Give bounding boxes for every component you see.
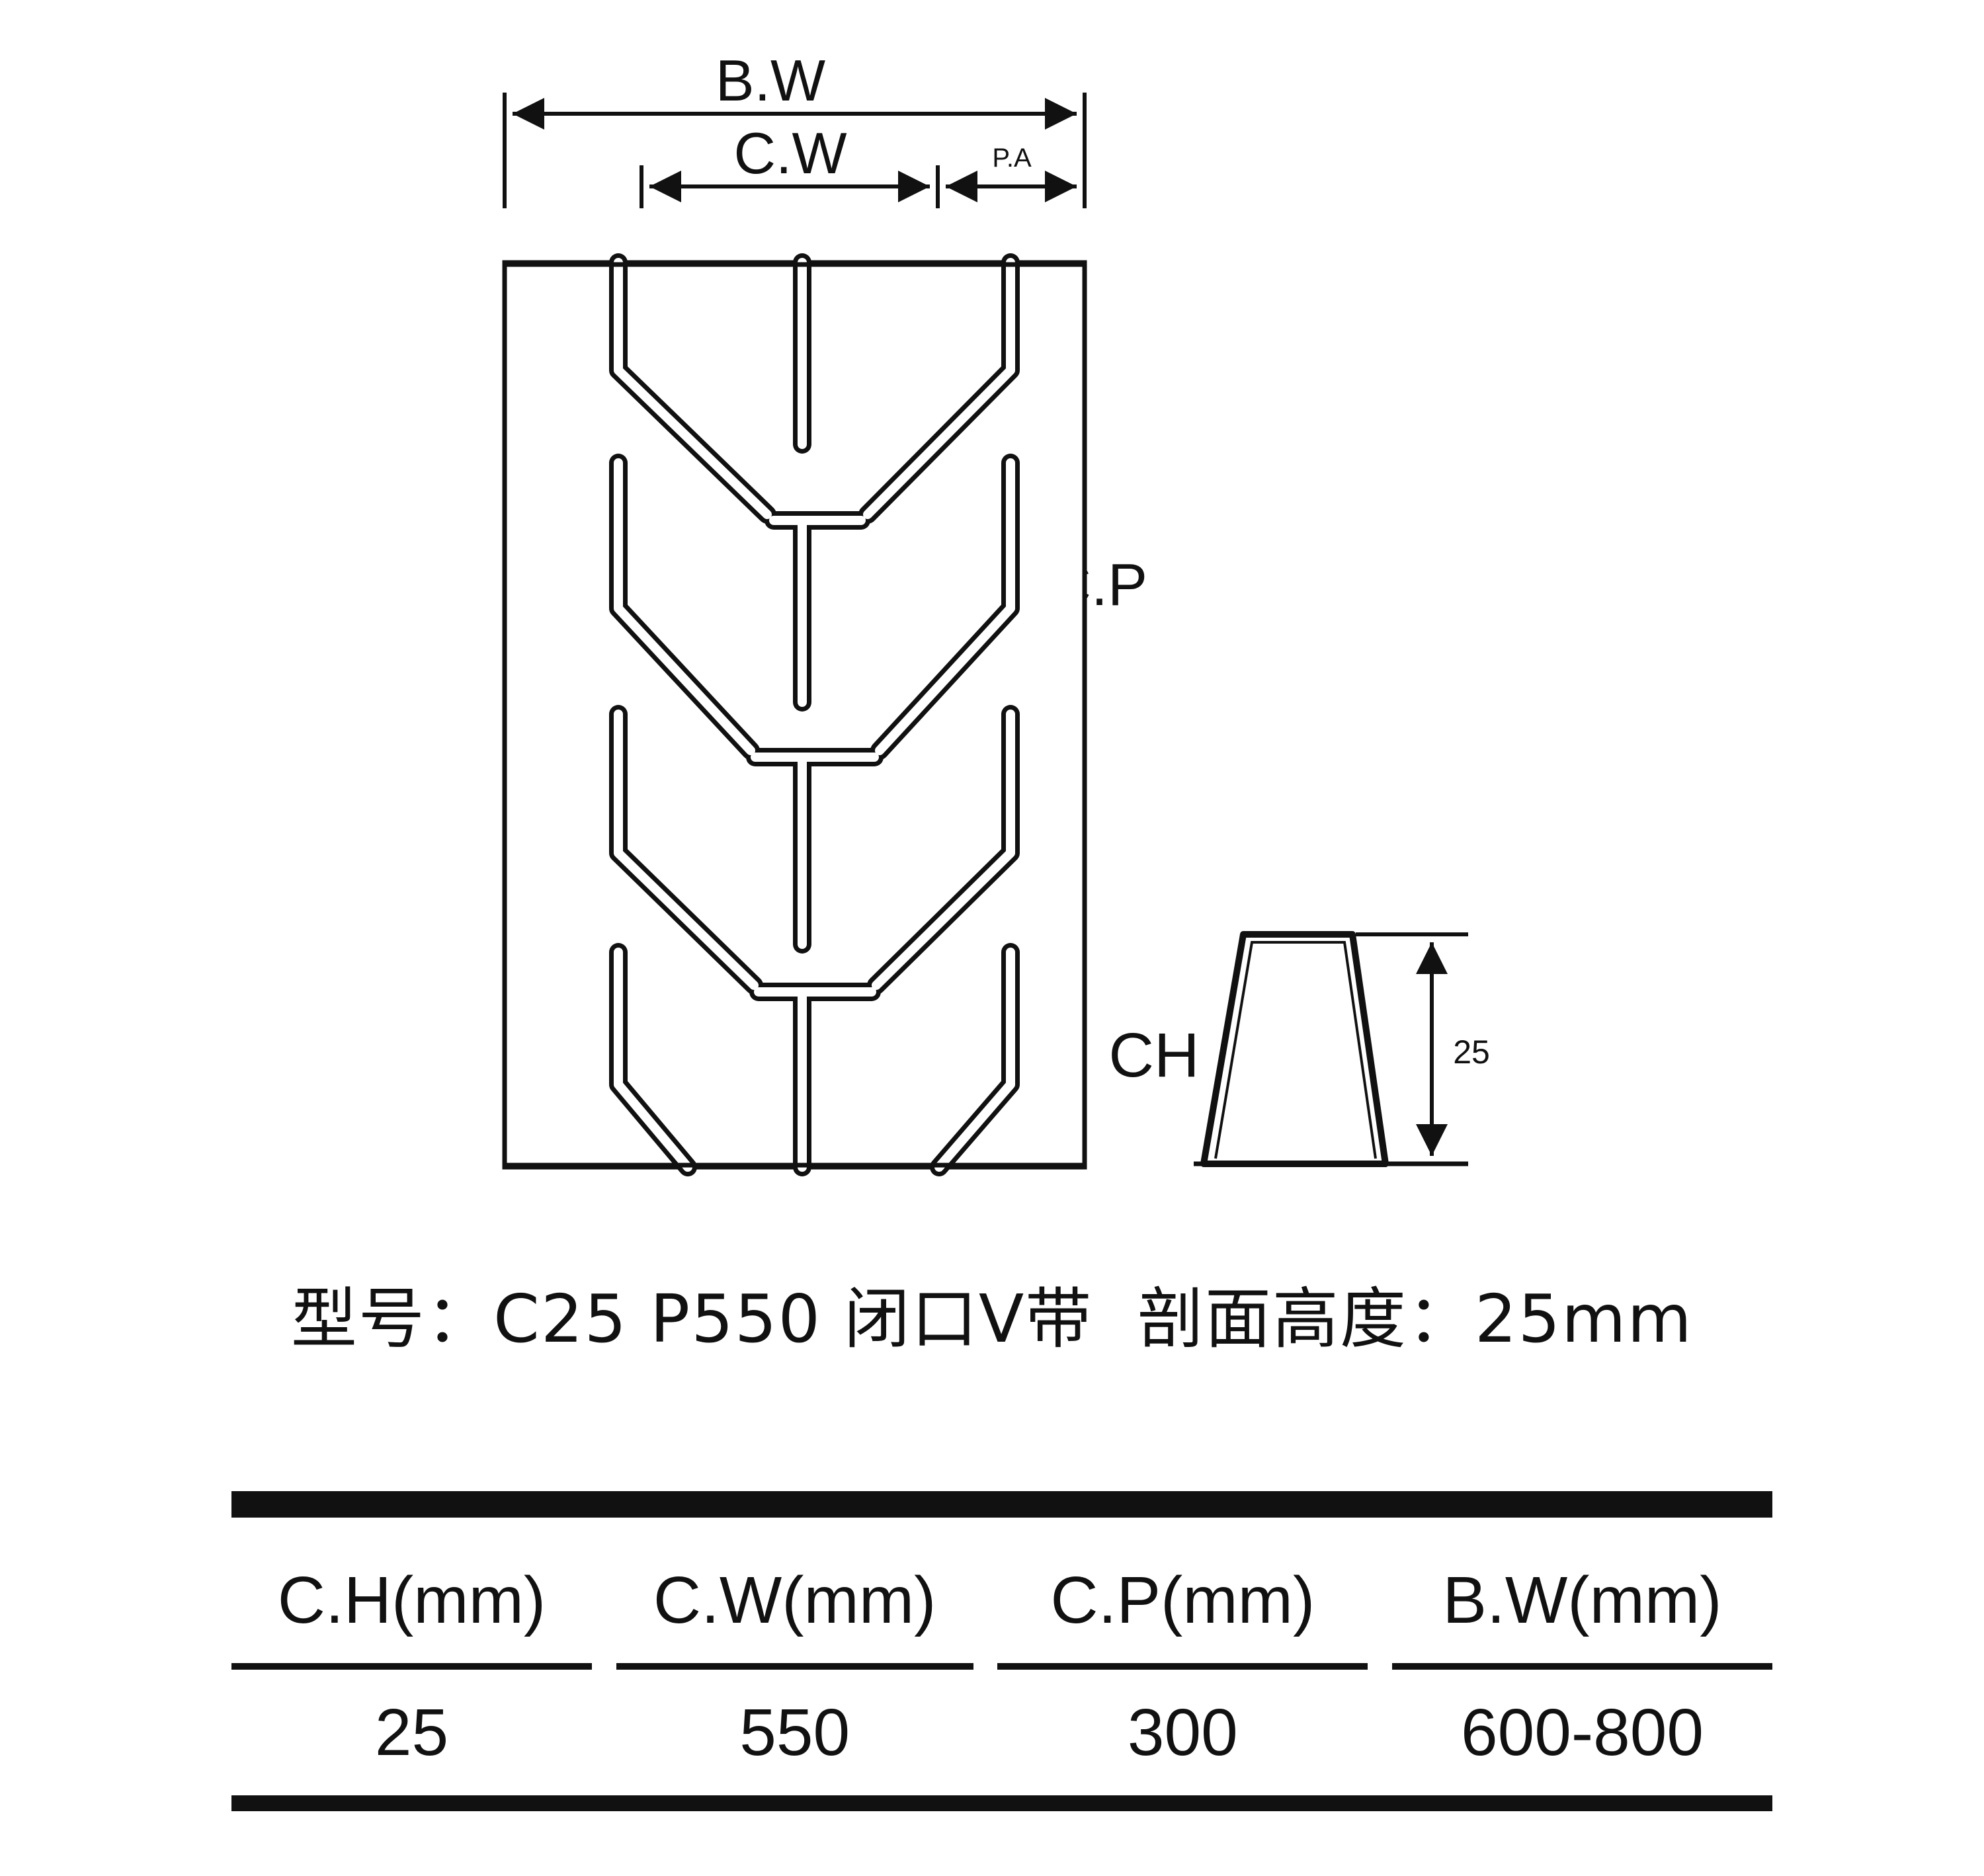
model-value: C25 P550 闭口V带 bbox=[493, 1280, 1093, 1358]
cell-cleat-width: 550 bbox=[739, 1695, 850, 1770]
header-cleat-height: C.H(mm) bbox=[277, 1563, 546, 1637]
belt-diagram: B.W C.W P.A C.P bbox=[502, 48, 1490, 1176]
cleat-width-label: C.W bbox=[733, 120, 847, 186]
header-cleat-width: C.W(mm) bbox=[653, 1563, 936, 1637]
profile-height-label: 剖面高度： bbox=[1137, 1280, 1475, 1358]
cell-belt-width: 600-800 bbox=[1460, 1695, 1704, 1770]
cell-cleat-height: 25 bbox=[374, 1695, 449, 1770]
table-row: 25 550 300 600-800 bbox=[231, 1670, 1772, 1795]
belt-width-label: B.W bbox=[716, 48, 825, 113]
header-belt-width: B.W(mm) bbox=[1442, 1563, 1722, 1637]
spec-table: C.H(mm) C.W(mm) C.P(mm) B.W(mm) 25 550 3… bbox=[231, 1491, 1772, 1811]
profile-height-value: 25 bbox=[1453, 1034, 1490, 1071]
cleat-profile bbox=[1194, 931, 1468, 1167]
table-top-rule bbox=[231, 1491, 1772, 1518]
profile-height-text: 25mm bbox=[1474, 1280, 1693, 1358]
model-caption: 型号：C25 P550 闭口V带 剖面高度：25mm bbox=[0, 1280, 1984, 1359]
table-header-rules bbox=[231, 1663, 1772, 1670]
edge-allowance-label: P.A bbox=[992, 143, 1032, 173]
cleat-height-label: CH bbox=[1108, 1020, 1199, 1090]
cell-cleat-pitch: 300 bbox=[1127, 1695, 1238, 1770]
v-cleat-pattern bbox=[502, 253, 1087, 1176]
header-cleat-pitch: C.P(mm) bbox=[1050, 1563, 1315, 1637]
model-label: 型号： bbox=[291, 1280, 494, 1358]
table-header-row: C.H(mm) C.W(mm) C.P(mm) B.W(mm) bbox=[231, 1518, 1772, 1650]
table-bottom-rule bbox=[231, 1795, 1772, 1811]
